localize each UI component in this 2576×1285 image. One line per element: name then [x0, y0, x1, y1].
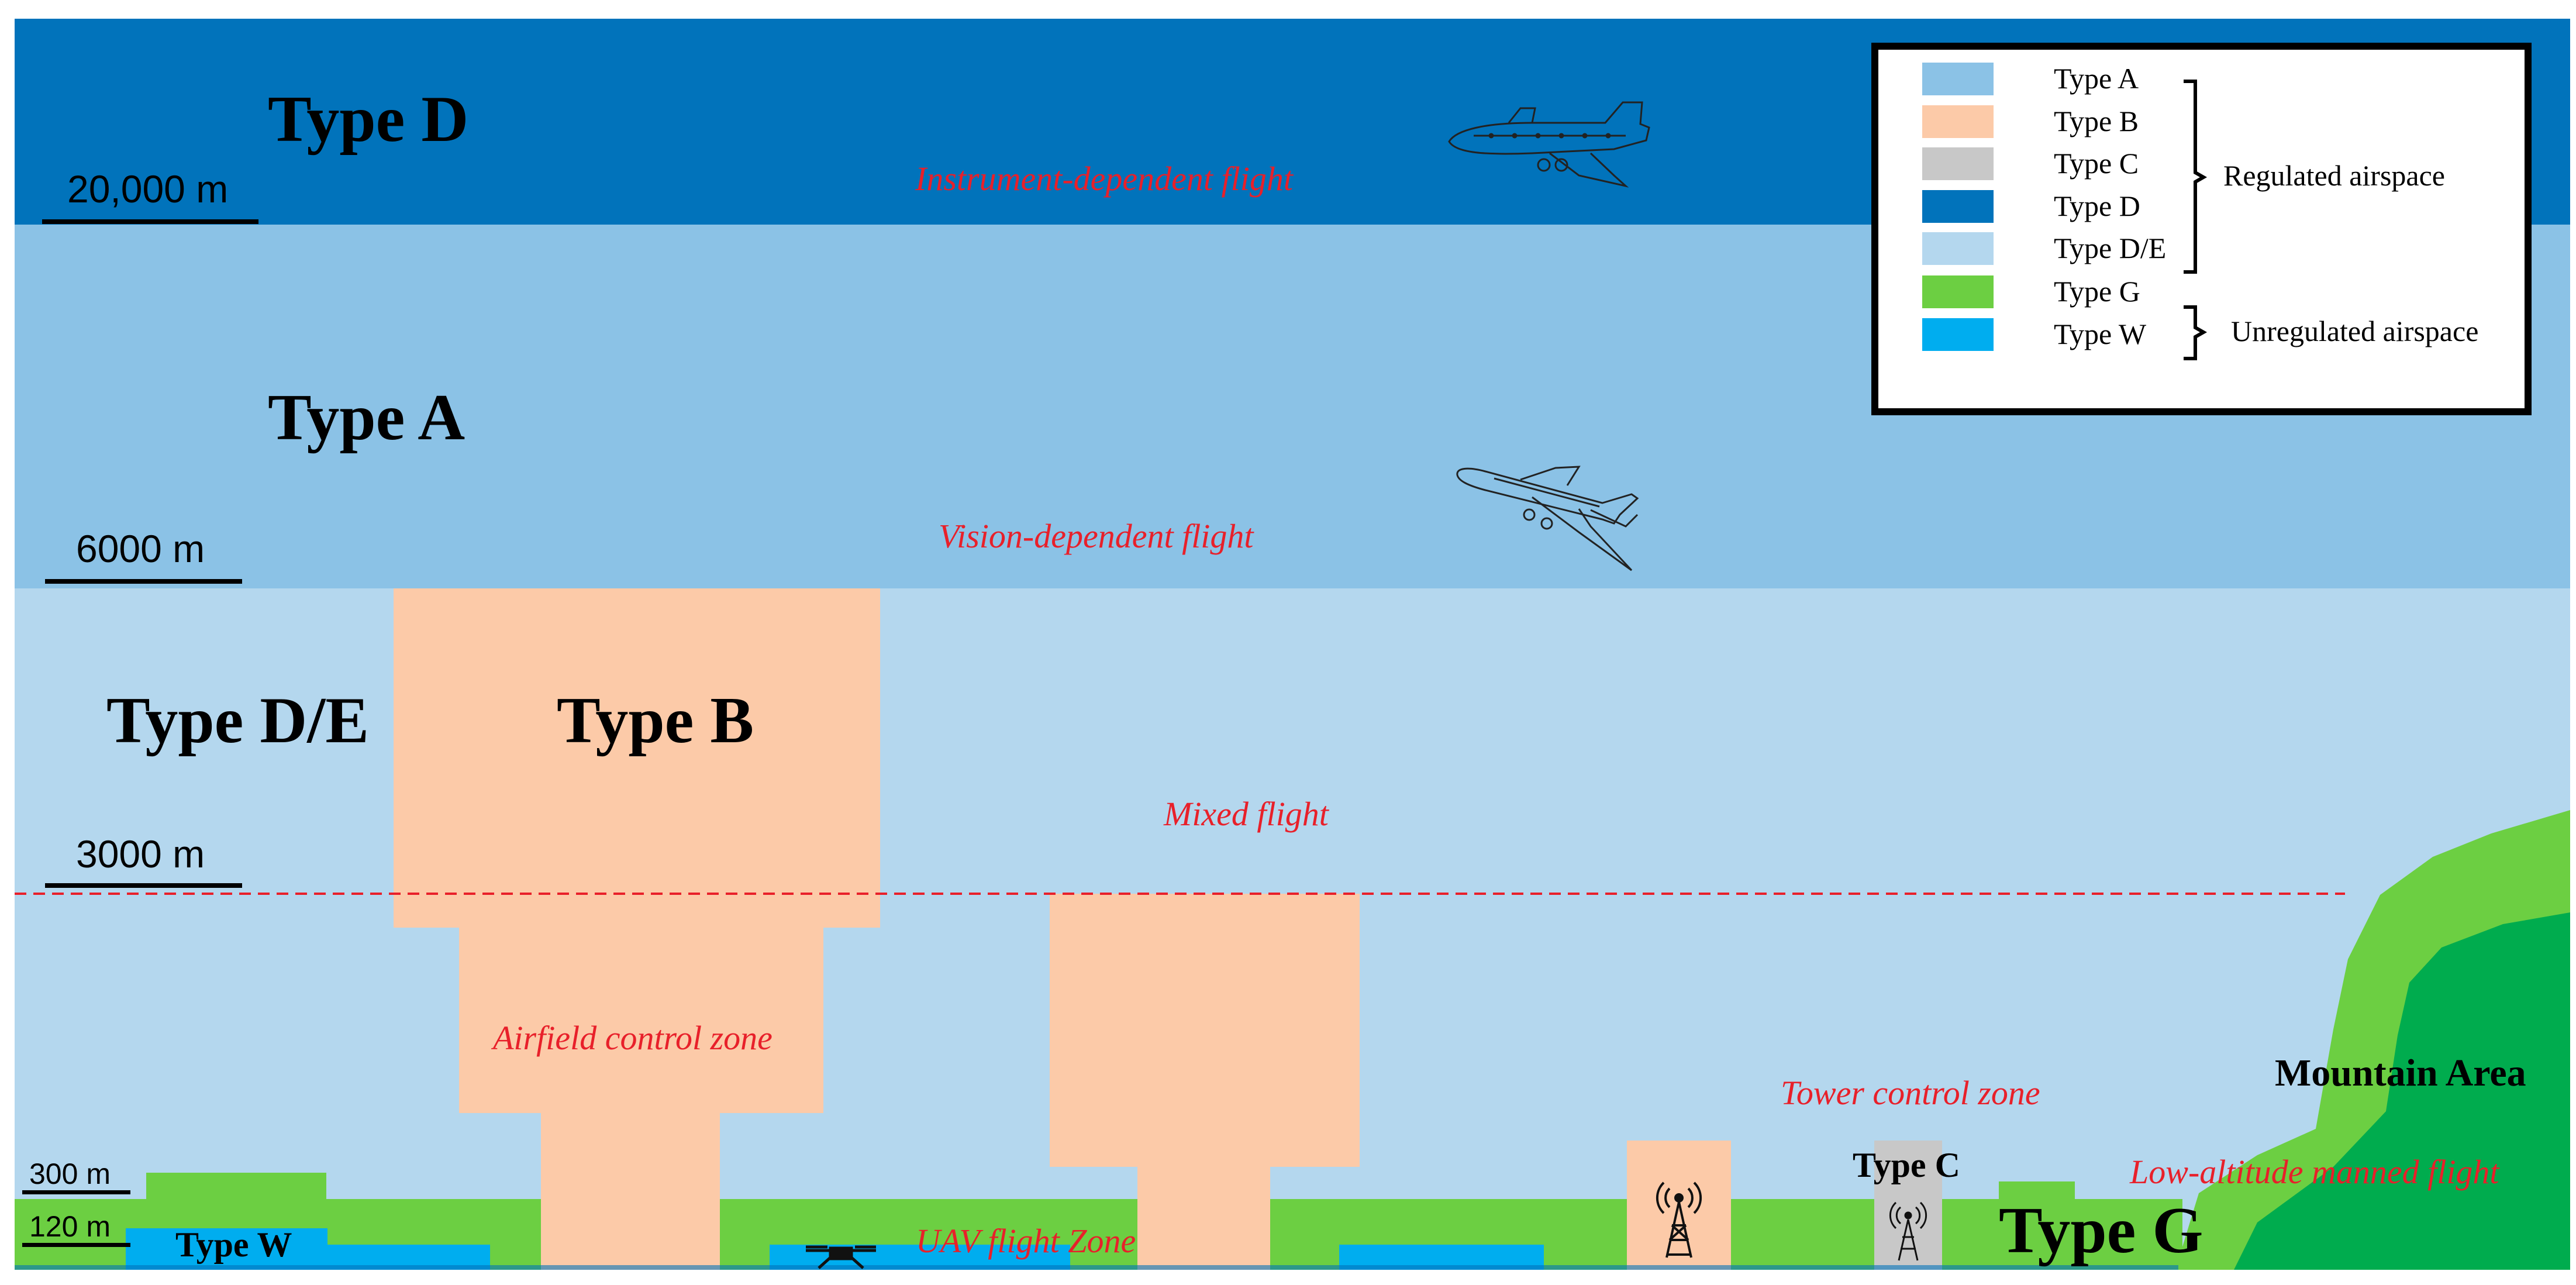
type-d-title: Type D — [268, 83, 469, 156]
drone-icon — [806, 1245, 876, 1269]
altitude-3000-line — [45, 883, 242, 888]
legend-swatch — [1922, 318, 1994, 351]
airliner-icon — [1456, 466, 1639, 571]
type-g-bump-right — [1999, 1181, 2075, 1205]
altitude-6000-label: 6000 m — [76, 527, 205, 570]
type-b-second-zone — [1050, 894, 1360, 1270]
altitude-120-line — [22, 1243, 130, 1247]
uav-zone-note: UAV flight Zone — [916, 1222, 1136, 1260]
mountain-area-label: Mountain Area — [2275, 1052, 2526, 1094]
regulated-airspace-label: Regulated airspace — [2223, 159, 2445, 192]
legend: Type A Type B Type C Type D Type D/E Type G Ty… — [1871, 43, 2532, 415]
mixed-flight-note: Mixed flight — [1164, 795, 1329, 833]
altitude-120-label: 120 m — [29, 1210, 111, 1243]
legend-braces — [2184, 80, 2208, 360]
altitude-20000-line — [42, 219, 258, 224]
type-de-title: Type D/E — [106, 684, 370, 757]
altitude-300-label: 300 m — [29, 1157, 111, 1190]
jet-airplane-icon — [1448, 101, 1650, 188]
altitude-300-line — [22, 1190, 130, 1194]
instrument-flight-note: Instrument-dependent flight — [915, 160, 1293, 198]
legend-label: Type A — [2054, 62, 2139, 95]
type-g-title: Type G — [1999, 1194, 2203, 1267]
type-w-title: Type W — [175, 1225, 292, 1264]
type-g-bump — [146, 1173, 326, 1208]
radio-tower-icon-type-c — [1889, 1201, 1927, 1261]
legend-swatch — [1922, 232, 1994, 265]
legend-label: Type D/E — [2054, 232, 2167, 264]
type-b-airfield-zone — [394, 588, 880, 1270]
vision-flight-note: Vision-dependent flight — [939, 517, 1254, 555]
type-c-title: Type C — [1853, 1146, 1960, 1184]
altitude-3000-label: 3000 m — [76, 832, 205, 876]
low-altitude-note: Low-altitude manned flight — [2130, 1153, 2499, 1191]
legend-label: Type D — [2054, 190, 2140, 222]
legend-swatch — [1922, 275, 1994, 308]
legend-label: Type G — [2054, 275, 2140, 308]
legend-swatch — [1922, 63, 1994, 95]
mountain-dark — [2234, 912, 2570, 1270]
unregulated-airspace-label: Unregulated airspace — [2231, 315, 2479, 347]
regulated-brace — [2184, 80, 2208, 274]
type-w-area-1 — [126, 1228, 327, 1270]
unregulated-brace — [2184, 305, 2208, 360]
legend-label: Type C — [2054, 147, 2139, 180]
type-a-title: Type A — [268, 381, 465, 454]
type-b-title: Type B — [557, 684, 754, 757]
tower-zone-note: Tower control zone — [1781, 1074, 2040, 1112]
legend-swatch — [1922, 105, 1994, 138]
airfield-zone-note: Airfield control zone — [493, 1019, 773, 1057]
legend-label: Type W — [2054, 318, 2147, 350]
legend-label: Type B — [2054, 105, 2139, 137]
altitude-20000-label: 20,000 m — [67, 167, 229, 211]
radio-tower-icon — [1656, 1181, 1702, 1258]
legend-swatch — [1922, 190, 1994, 223]
altitude-6000-line — [45, 579, 242, 584]
legend-swatch — [1922, 147, 1994, 180]
